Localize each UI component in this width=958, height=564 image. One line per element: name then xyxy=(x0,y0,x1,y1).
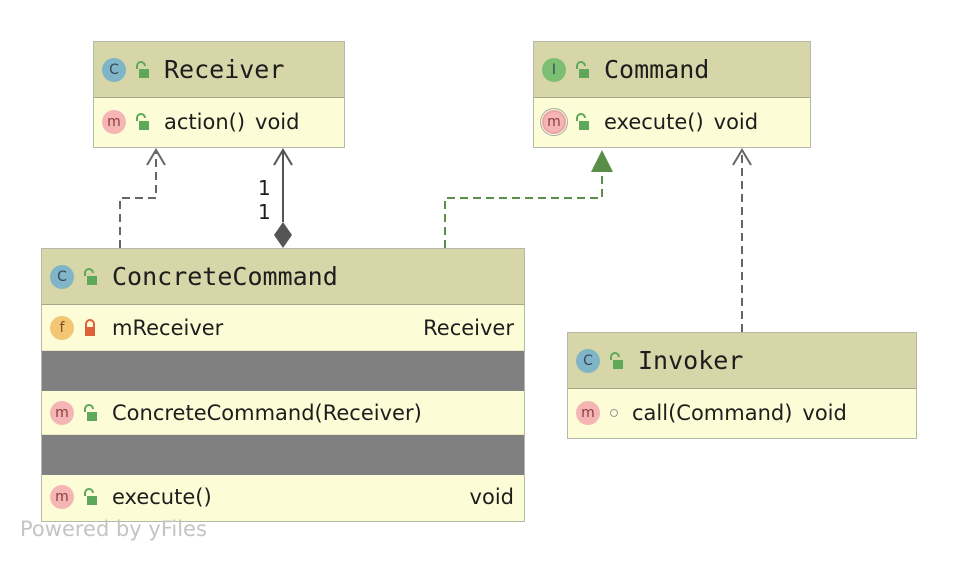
edge-concretecommand-receiver-composition xyxy=(273,148,293,248)
class-header: C ConcreteCommand xyxy=(42,249,524,305)
class-c-icon: C xyxy=(576,348,600,373)
class-name: Invoker xyxy=(638,346,744,375)
unlocked-padlock-icon xyxy=(136,60,149,78)
abstract-method-m-icon: m xyxy=(540,108,568,136)
class-name: Command xyxy=(604,55,710,84)
method-return-type: void xyxy=(802,401,847,425)
method-return-type: void xyxy=(255,110,300,134)
method-return-type: void xyxy=(469,485,514,509)
class-name: Receiver xyxy=(164,55,285,84)
field-name: mReceiver xyxy=(112,315,224,340)
unlocked-padlock-icon xyxy=(84,267,97,285)
class-receiver[interactable]: C Receiver m action() void xyxy=(93,41,345,148)
field-f-icon: f xyxy=(50,315,74,340)
unlocked-padlock-icon xyxy=(610,351,623,369)
unlocked-padlock-icon xyxy=(136,113,149,130)
class-invoker[interactable]: C Invoker m call(Command) void xyxy=(567,332,917,439)
interface-command[interactable]: I Command m execute() void xyxy=(533,41,811,148)
method-row[interactable]: m action() void xyxy=(94,98,344,146)
class-concretecommand[interactable]: C ConcreteCommand f mReceiver Receiver m… xyxy=(41,248,525,522)
compartment-separator xyxy=(42,435,524,475)
interface-i-icon: I xyxy=(542,57,566,82)
field-type: Receiver xyxy=(423,315,514,340)
unlocked-padlock-icon xyxy=(84,403,97,421)
method-return-type: void xyxy=(713,110,759,134)
unlocked-padlock-icon xyxy=(84,488,97,505)
field-row[interactable]: f mReceiver Receiver xyxy=(42,305,524,351)
method-m-icon: m xyxy=(576,401,600,425)
class-header: C Receiver xyxy=(94,42,344,98)
unlocked-padlock-icon xyxy=(576,113,589,130)
method-m-icon: m xyxy=(102,110,126,134)
method-signature: execute() xyxy=(112,485,212,509)
package-dot-icon xyxy=(610,409,618,417)
method-row[interactable]: m execute() void xyxy=(42,475,524,519)
method-row[interactable]: m execute() void xyxy=(534,98,810,146)
multiplicity-target: 1 xyxy=(258,176,271,200)
compartment-separator xyxy=(42,351,524,391)
class-name: ConcreteCommand xyxy=(112,262,338,291)
edge-concretecommand-command-realization xyxy=(444,150,613,248)
method-signature: action() xyxy=(164,110,246,134)
edge-concretecommand-receiver-dependency xyxy=(119,148,166,248)
method-signature: execute() xyxy=(604,110,704,134)
multiplicity-source: 1 xyxy=(258,200,271,224)
method-signature: call(Command) xyxy=(632,401,793,425)
locked-padlock-icon xyxy=(85,318,95,336)
class-header: I Command xyxy=(534,42,810,98)
method-m-icon: m xyxy=(50,400,74,425)
edge-invoker-command-dependency xyxy=(732,148,752,332)
method-row[interactable]: m call(Command) void xyxy=(568,389,916,437)
class-header: C Invoker xyxy=(568,333,916,389)
unlocked-padlock-icon xyxy=(576,60,589,78)
method-m-icon: m xyxy=(50,485,74,509)
class-c-icon: C xyxy=(102,57,126,82)
class-c-icon: C xyxy=(50,264,74,289)
yfiles-watermark: Powered by yFiles xyxy=(20,517,207,541)
constructor-row[interactable]: m ConcreteCommand(Receiver) xyxy=(42,391,524,435)
constructor-signature: ConcreteCommand(Receiver) xyxy=(112,400,422,425)
